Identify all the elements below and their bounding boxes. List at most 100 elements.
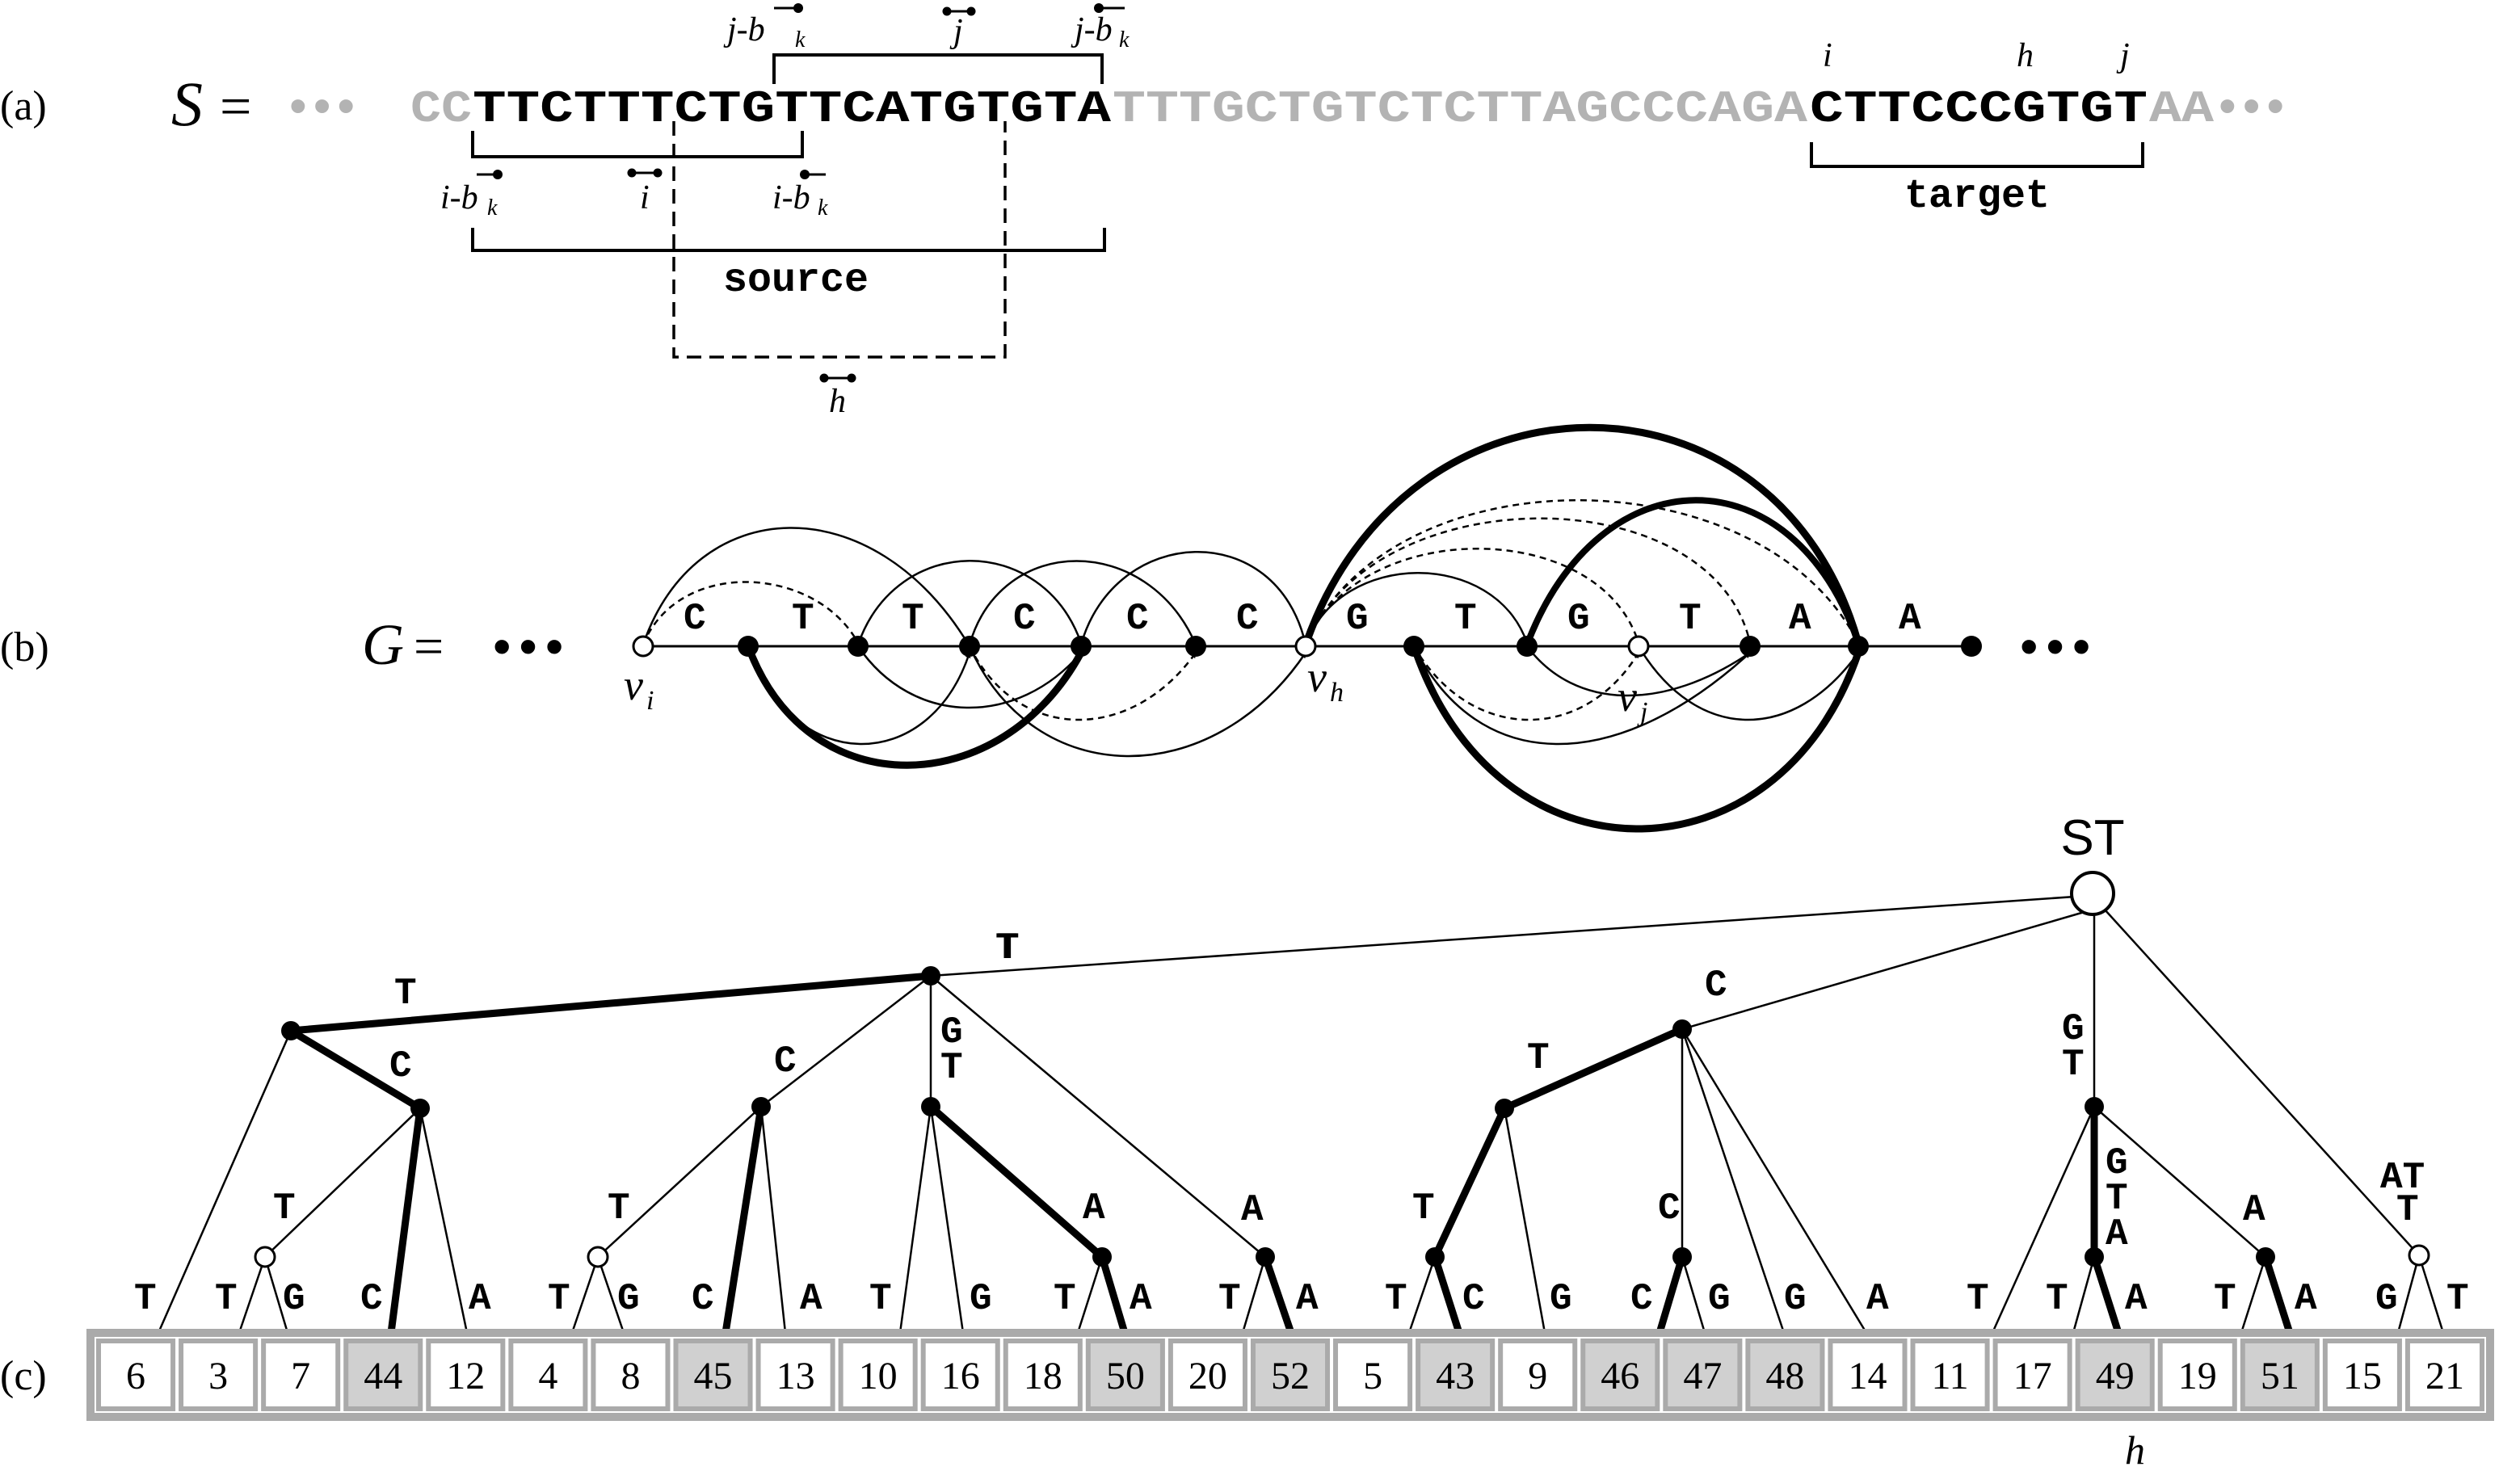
leaf-cell: [179, 1339, 259, 1411]
edge-label-at: T: [2396, 1189, 2419, 1231]
leaf-cell: [1828, 1339, 1908, 1411]
leaf-letter: T: [1218, 1278, 1241, 1320]
sequence-left-dots: •••: [289, 78, 361, 134]
edge-label: A: [1083, 1187, 1105, 1229]
tree-node: [587, 1246, 609, 1268]
leaf-cell: [2240, 1339, 2320, 1411]
edge-label: C: [1126, 598, 1149, 640]
edge-label-gt-root: T: [2062, 1044, 2085, 1086]
leaf-letter: A: [2295, 1278, 2317, 1320]
h-position-label: h: [2125, 1427, 2145, 1471]
node: [848, 636, 869, 657]
leaf-letter: T: [1054, 1278, 1076, 1320]
leaf-letter: T: [134, 1278, 157, 1320]
node: [1403, 636, 1424, 657]
leaf-value: 46: [1601, 1355, 1639, 1397]
svg-text:k: k: [487, 195, 498, 221]
leaf-value: 17: [2013, 1355, 2052, 1397]
edge-label: C: [1236, 598, 1259, 640]
leaf-cell: [1333, 1339, 1413, 1411]
leaf-value: 6: [126, 1355, 145, 1397]
leaf-value: 21: [2425, 1355, 2464, 1397]
tree-edge-labels: T C AT T C A C T T A T T C A: [273, 927, 2425, 1231]
svg-text:j: j: [1637, 697, 1647, 727]
svg-text:i-b: i-b: [440, 179, 478, 216]
edge-label: T: [1454, 598, 1477, 640]
edge-label: T: [273, 1187, 296, 1229]
sequence-target-region: CTTCCCGTGT: [1810, 83, 2148, 135]
leaf-value: 52: [1271, 1355, 1310, 1397]
edge-label-gta: A: [2106, 1213, 2128, 1255]
edge-label: A: [1241, 1189, 1264, 1231]
graph-equals: =: [414, 617, 444, 676]
leaf-cell: [1992, 1339, 2072, 1411]
leaf-letter: A: [800, 1278, 822, 1320]
leaf-value: 16: [941, 1355, 980, 1397]
leaf-value: 47: [1683, 1355, 1722, 1397]
tree-node: [1495, 1099, 1514, 1118]
leaf-value: 11: [1931, 1355, 1968, 1397]
leaf-value: 49: [2096, 1355, 2135, 1397]
node: [1071, 636, 1092, 657]
edge-label: C: [389, 1045, 412, 1087]
i-b-left-label: i-b k: [440, 170, 503, 221]
tree-node: [2408, 1244, 2430, 1267]
leaf-letter-labels: T T G C A T G C A T G T A T A T C G C G …: [134, 1278, 2469, 1320]
root-label: ST: [2060, 810, 2124, 866]
graph-nodes: [632, 635, 1982, 658]
leaf-cell: [1745, 1339, 1825, 1411]
leaf-letter: C: [360, 1278, 383, 1320]
leaf-letter: A: [1130, 1278, 1152, 1320]
edge-label: C: [684, 598, 706, 640]
leaf-value: 3: [208, 1355, 228, 1397]
leaf-letter: T: [1967, 1278, 1989, 1320]
tree-node: [1092, 1247, 1112, 1267]
leaf-cell: [1003, 1339, 1083, 1411]
svg-text:h: h: [829, 383, 846, 420]
leaf-letter: G: [617, 1278, 640, 1320]
tree-node: [1672, 1019, 1692, 1039]
leaf-value: 13: [776, 1355, 815, 1397]
leaf-letter: T: [2214, 1278, 2236, 1320]
graph-edges: [642, 423, 1972, 833]
svg-text:k: k: [1119, 27, 1130, 53]
leaf-value: 7: [291, 1355, 310, 1397]
sequence-gray-middle: TTTGCTGTCTCTTAGCCCAGA: [1113, 83, 1807, 135]
leaf-letter: T: [2046, 1278, 2068, 1320]
leaf-letter: C: [1462, 1278, 1485, 1320]
leaf-cell: [920, 1339, 1000, 1411]
node-vh: [1294, 635, 1317, 658]
j-center-label: j: [942, 6, 976, 50]
top-bracket: [772, 53, 1104, 84]
j-b-left-label: j-b k: [723, 3, 806, 53]
tree-node: [2085, 1097, 2104, 1116]
leaf-value: 19: [2178, 1355, 2217, 1397]
edge-label: A: [1789, 598, 1811, 640]
leaf-letter: T: [1385, 1278, 1407, 1320]
node: [1848, 636, 1869, 657]
tree-node: [921, 1097, 940, 1116]
leaf-value: 43: [1436, 1355, 1475, 1397]
edge-label: T: [792, 598, 814, 640]
tree-node: [1425, 1247, 1445, 1267]
target-labels-top: i h j: [1823, 37, 2130, 74]
tree-vertical-labels: G T G T G T A A T T: [940, 927, 2419, 1255]
node-vi: [632, 635, 654, 658]
leaf-value: 8: [621, 1355, 640, 1397]
node: [1517, 636, 1538, 657]
leaf-cell: [508, 1339, 588, 1411]
edge-label: T: [902, 598, 924, 640]
node: [1740, 636, 1761, 657]
svg-text:k: k: [818, 195, 828, 221]
leaf-value: 18: [1024, 1355, 1062, 1397]
panel-label-b: (b): [0, 624, 49, 670]
svg-text:v: v: [1307, 653, 1327, 701]
edge-label-gta: G: [2106, 1142, 2128, 1184]
svg-text:j: j: [2116, 37, 2130, 74]
tree-node: [2256, 1247, 2275, 1267]
leaf-letter: T: [2446, 1278, 2469, 1320]
sequence-equals: =: [220, 76, 251, 138]
edge-label: T: [1527, 1037, 1550, 1079]
graph-right-dots: •••: [2020, 617, 2098, 675]
